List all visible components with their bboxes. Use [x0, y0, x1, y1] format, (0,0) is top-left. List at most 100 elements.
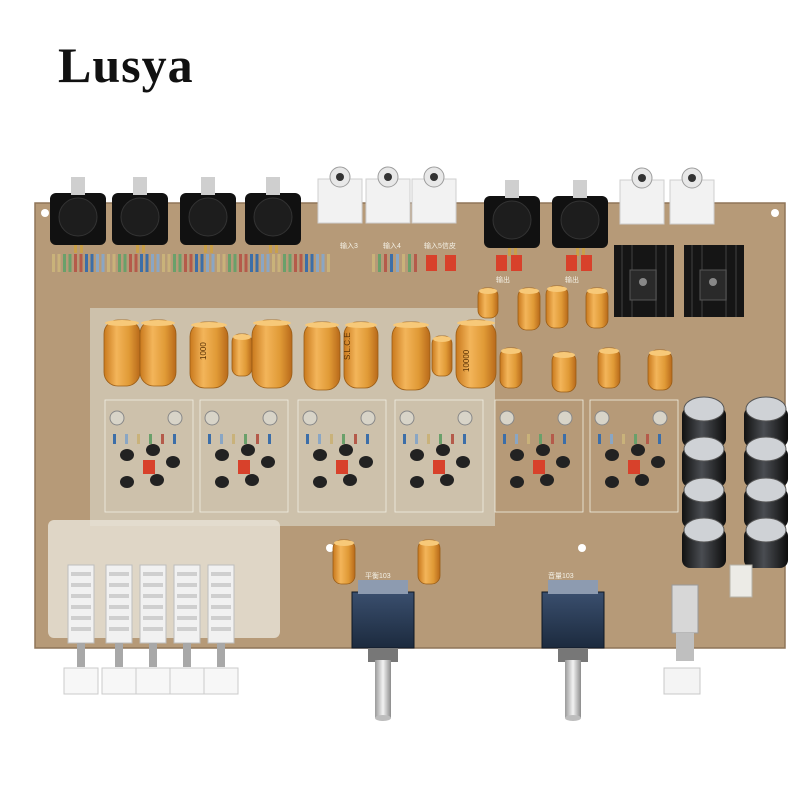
resistor	[233, 254, 237, 272]
resistor	[384, 254, 387, 272]
power-switch	[663, 584, 701, 695]
resistor	[222, 254, 226, 272]
xlr-connectors	[50, 177, 608, 256]
rca-jacks	[317, 166, 715, 225]
selector-switch	[135, 564, 171, 695]
amplifier-module	[297, 399, 387, 513]
rca-jack	[317, 166, 363, 224]
electrolytic-capacitor	[545, 285, 569, 329]
resistor	[378, 254, 381, 272]
silk-label-balance: 平衡103	[365, 571, 391, 580]
resistor	[178, 254, 182, 272]
resistor	[321, 254, 325, 272]
amplifier-module	[589, 399, 679, 513]
resistor	[294, 254, 297, 272]
resistor	[74, 254, 77, 272]
electrolytic-capacitor	[499, 347, 523, 389]
rca-jack	[669, 167, 715, 225]
filter-capacitors	[682, 396, 788, 568]
resistor	[390, 254, 393, 272]
resistor	[327, 254, 330, 272]
resistor	[414, 254, 417, 272]
resistor	[396, 254, 399, 272]
filter-capacitor	[682, 436, 726, 487]
resistor	[96, 254, 99, 272]
silk-label-output-2: 输出	[565, 275, 579, 284]
resistor	[167, 254, 171, 272]
electrolytic-capacitor	[597, 347, 621, 389]
capacitor-markings: S.L.C.E 1000 10000	[199, 332, 471, 372]
resistor	[57, 254, 61, 272]
filter-capacitor	[682, 517, 726, 568]
electrolytic-capacitor	[477, 287, 499, 319]
resistor	[255, 254, 259, 272]
resistor	[408, 254, 411, 272]
electrolytic-capacitors	[103, 285, 673, 585]
resistor	[140, 254, 143, 272]
connector-header	[729, 564, 753, 598]
silkscreen-labels: 输入3 输入4 输入5信皮 输出 输出 平衡103 音量103	[340, 241, 579, 580]
xlr-connector	[112, 177, 168, 253]
silk-label-input4: 输入4	[383, 241, 401, 250]
resistor	[310, 254, 314, 272]
xlr-connector	[180, 177, 236, 253]
resistor	[189, 254, 193, 272]
resistor	[195, 254, 198, 272]
resistor	[272, 254, 275, 272]
resistor	[123, 254, 127, 272]
electrolytic-capacitor	[431, 335, 453, 377]
resistor	[107, 254, 110, 272]
silk-label-output-1: 输出	[496, 275, 510, 284]
electrolytic-capacitor	[647, 349, 673, 391]
resistor	[173, 254, 176, 272]
selector-switch	[203, 564, 239, 695]
electrolytic-capacitor	[517, 287, 541, 331]
resistor	[266, 254, 270, 272]
resistor	[156, 254, 160, 272]
filter-capacitor	[744, 436, 788, 487]
selector-switch	[169, 564, 205, 695]
resistor	[68, 254, 72, 272]
filter-capacitor	[744, 396, 788, 447]
rca-jack	[365, 166, 411, 224]
resistor	[305, 254, 308, 272]
selector-switch	[101, 564, 137, 695]
electrolytic-capacitor	[343, 321, 379, 389]
resistor	[250, 254, 253, 272]
filter-capacitor	[744, 517, 788, 568]
resistor	[52, 254, 55, 272]
resistor	[85, 254, 88, 272]
electrolytic-capacitor	[391, 321, 431, 391]
electrolytic-capacitor	[139, 319, 177, 387]
resistor	[200, 254, 204, 272]
resistor	[316, 254, 319, 272]
electrolytic-capacitor	[251, 319, 293, 389]
amplifier-modules	[104, 399, 679, 513]
resistor	[244, 254, 248, 272]
xlr-connector	[552, 180, 608, 256]
selector-switch	[63, 564, 99, 695]
electrolytic-capacitor	[231, 333, 253, 377]
resistor	[239, 254, 242, 272]
rca-jack	[619, 167, 665, 225]
resistor	[288, 254, 292, 272]
resistor	[211, 254, 215, 272]
brand-logo: Lusya	[58, 37, 194, 93]
volume-potentiometer	[541, 580, 605, 721]
resistor	[283, 254, 286, 272]
resistor	[90, 254, 94, 272]
filter-capacitor	[682, 396, 726, 447]
resistor	[217, 254, 220, 272]
resistor	[299, 254, 303, 272]
input-selector-switches	[63, 564, 239, 695]
resistor	[277, 254, 281, 272]
electrolytic-capacitor	[303, 321, 341, 391]
resistor	[206, 254, 209, 272]
resistor	[228, 254, 231, 272]
silk-label-input5: 输入5信皮	[424, 241, 456, 250]
resistor	[151, 254, 154, 272]
silk-label-input3: 输入3	[340, 241, 358, 250]
resistor	[79, 254, 83, 272]
red-film-capacitors	[426, 255, 592, 271]
